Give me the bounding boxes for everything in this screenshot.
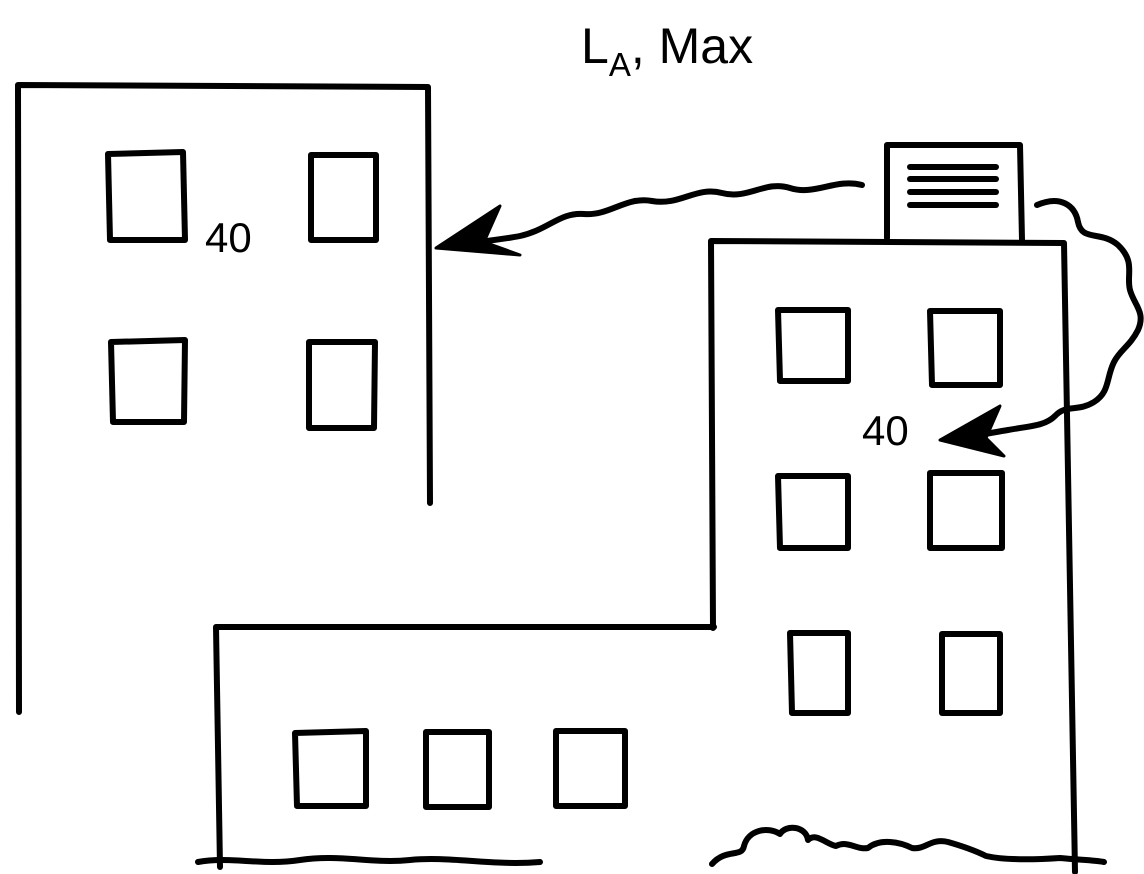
left-building-outline [15, 82, 433, 715]
window [775, 473, 851, 551]
window [423, 729, 492, 810]
rooftop-unit [884, 142, 1025, 243]
window [292, 728, 369, 809]
low-building [213, 624, 717, 870]
ground [195, 824, 1107, 867]
low-building-outline [213, 624, 717, 870]
rooftop-unit-housing [884, 142, 1025, 243]
window [927, 308, 1003, 388]
right-building [708, 238, 1078, 874]
left-building [15, 82, 433, 715]
title-symbol: L [581, 18, 609, 74]
sound-path-right [938, 198, 1144, 458]
ground-line-left [195, 855, 543, 866]
wavy-sound-line [445, 180, 865, 249]
title-subscript: A [609, 46, 631, 83]
arrow-head-icon [938, 404, 1006, 458]
sound-path-left [434, 180, 865, 257]
window [787, 630, 851, 716]
arrow-head-icon [434, 204, 522, 257]
window [775, 307, 851, 384]
right-building-outline [708, 238, 1078, 874]
window [108, 337, 188, 425]
window [553, 728, 628, 809]
window [306, 339, 378, 431]
diagram-title: LA, Max [581, 18, 753, 83]
window [308, 152, 379, 243]
shrub-line-right [709, 824, 1107, 867]
window [927, 470, 1005, 551]
window [105, 149, 188, 243]
wavy-sound-line [955, 198, 1144, 441]
title-suffix: , Max [631, 18, 753, 74]
level-label-left: 40 [205, 214, 252, 261]
window [939, 631, 1003, 716]
level-label-right: 40 [862, 407, 909, 454]
